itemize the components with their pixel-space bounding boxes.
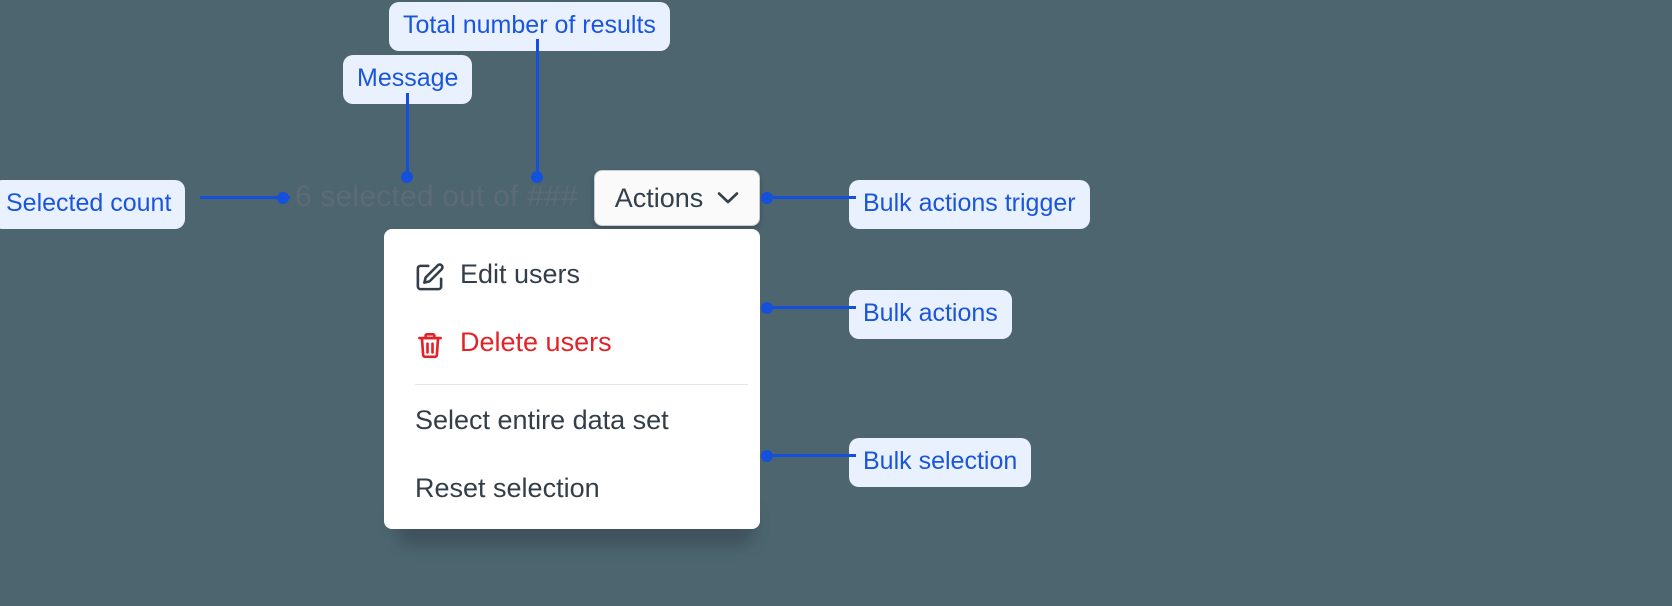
edit-pencil-square-icon	[414, 262, 445, 300]
annotation-connector-total-number-of-results	[536, 39, 539, 178]
annotation-connector-bulk-selection	[766, 454, 856, 457]
menu-item-delete-users[interactable]: Delete users	[384, 321, 760, 369]
menu-item-reset-selection[interactable]: Reset selection	[384, 467, 760, 515]
menu-item-label: Select entire data set	[415, 405, 669, 435]
annotation-label-total-number-of-results: Total number of results	[389, 2, 670, 51]
annotation-dot-selected-count	[277, 192, 289, 204]
menu-item-label: Reset selection	[415, 473, 600, 503]
menu-item-label: Edit users	[460, 259, 581, 289]
chevron-down-icon	[717, 191, 739, 205]
actions-button-label: Actions	[614, 182, 704, 213]
annotation-label-bulk-selection: Bulk selection	[849, 438, 1032, 487]
annotation-connector-bulk-actions-trigger	[766, 196, 856, 199]
menu-divider	[415, 384, 748, 385]
annotation-connector-selected-count	[200, 196, 290, 199]
selected-count-message: 6 selected out of ###	[295, 180, 578, 213]
annotation-label-selected-count: Selected count	[0, 180, 186, 229]
bulk-actions-dropdown-menu: Edit users Delete users Select entire da…	[384, 229, 760, 529]
annotation-label-bulk-actions-trigger: Bulk actions trigger	[849, 180, 1090, 229]
menu-item-select-entire-data-set[interactable]: Select entire data set	[384, 399, 760, 447]
annotation-label-bulk-actions: Bulk actions	[849, 290, 1012, 339]
annotation-dot-bulk-actions	[761, 302, 773, 314]
annotation-dot-bulk-actions-trigger	[761, 192, 773, 204]
annotation-dot-total-number-of-results	[531, 171, 543, 183]
annotation-connector-message	[406, 93, 409, 178]
annotation-connector-bulk-actions	[766, 306, 856, 309]
menu-item-label: Delete users	[460, 327, 612, 357]
trash-icon	[415, 330, 445, 368]
annotation-dot-message	[401, 171, 413, 183]
annotation-dot-bulk-selection	[761, 450, 773, 462]
annotation-label-message: Message	[343, 55, 473, 104]
menu-item-edit-users[interactable]: Edit users	[384, 253, 760, 301]
bulk-actions-trigger-button[interactable]: Actions	[594, 170, 760, 226]
